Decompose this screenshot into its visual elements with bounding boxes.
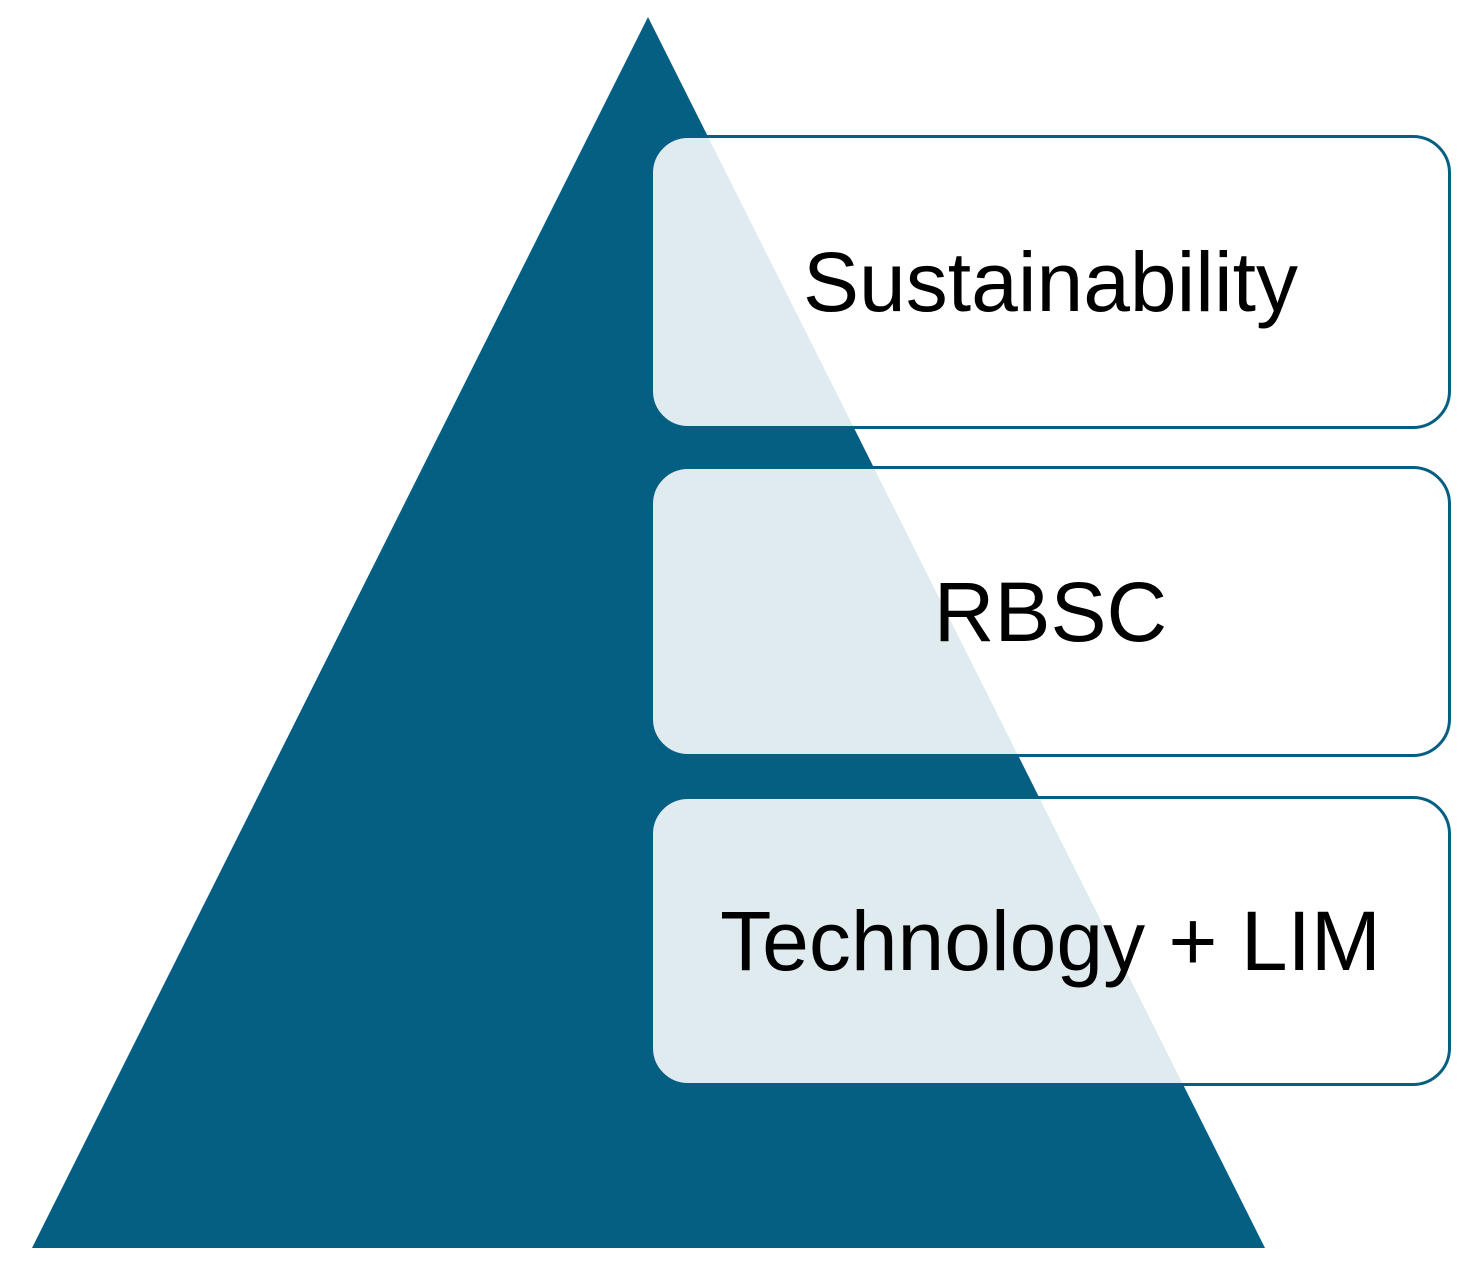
level-box-technology-lim: Technology + LIM <box>650 796 1451 1086</box>
level-label-rbsc: RBSC <box>933 564 1168 659</box>
level-label-technology-lim: Technology + LIM <box>720 894 1381 988</box>
level-label-sustainability: Sustainability <box>803 235 1298 329</box>
level-box-sustainability: Sustainability <box>650 135 1451 429</box>
level-box-rbsc: RBSC <box>650 466 1451 757</box>
